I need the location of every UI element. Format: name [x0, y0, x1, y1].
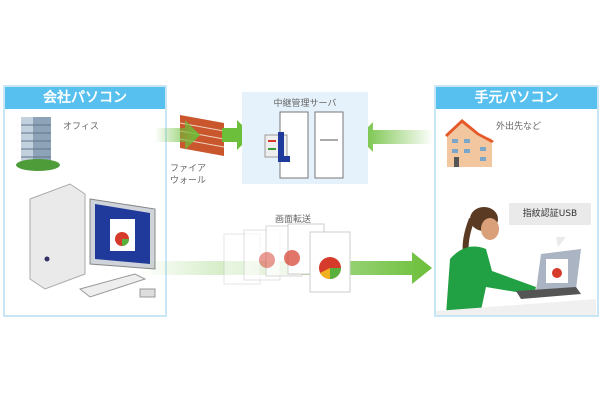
residential-building-icon: [445, 119, 494, 167]
office-pc-title: 会社パソコン: [5, 87, 165, 109]
office-pc-panel: 会社パソコン オフィス: [3, 85, 167, 317]
firewall-label-line1: ファイア: [170, 164, 207, 174]
fingerprint-usb-callout: 指紋認証USB: [509, 203, 591, 225]
remote-pc-title: 手元パソコン: [436, 87, 597, 109]
transferred-documents-icon: [223, 223, 351, 293]
desktop-computer-icon: [29, 183, 156, 298]
relay-server-title: 中継管理サーバ: [273, 99, 337, 109]
relay-server-panel: 中継管理サーバ: [242, 92, 368, 184]
firewall-label-line2: ウォール: [170, 176, 207, 186]
arrow-remote-to-server: [358, 122, 433, 152]
server-rack-icon: [264, 111, 344, 179]
arrow-office-to-firewall: [155, 120, 200, 150]
remote-pc-panel: 手元パソコン 外出先など 指紋認証USB: [434, 85, 599, 317]
callout-text: 指紋認証USB: [522, 209, 578, 219]
remote-location-label: 外出先など: [496, 122, 542, 132]
screen-transfer-label: 画面転送: [275, 215, 312, 225]
woman-using-laptop-illustration: [436, 207, 596, 315]
office-label: オフィス: [63, 122, 99, 132]
firewall-label: ファイア ウォール: [170, 163, 206, 187]
office-building-icon: [16, 117, 60, 171]
